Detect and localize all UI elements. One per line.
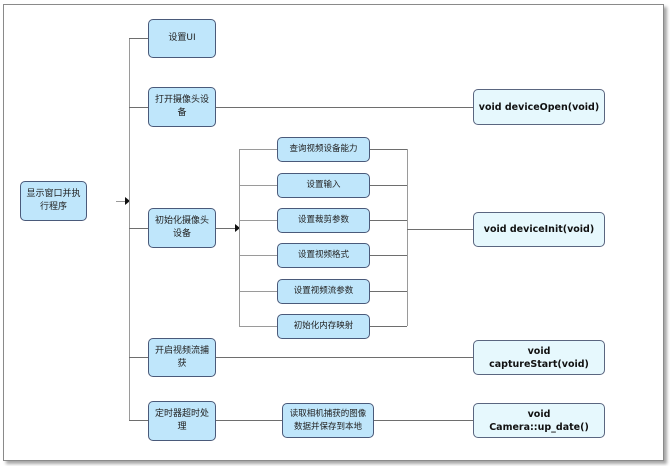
substep-label: 初始化内存映射 [293,321,354,331]
step-label: 设置UI [168,33,196,43]
connector-sub-1 [239,149,277,150]
connector-step-4-to-function [216,357,473,358]
substep-node-query-capability[interactable]: 查询视频设备能力 [277,137,370,162]
substep-node-set-input[interactable]: 设置输入 [277,173,370,198]
connector-substeps-trunk-right [407,149,408,326]
connector-sub-5 [239,291,277,292]
substep-label: 设置视频流参数 [293,286,354,296]
step-node-start-capture[interactable]: 开启视频流捕获 [148,338,216,377]
step-node-setup-ui[interactable]: 设置UI [148,19,216,58]
connector-steps-trunk [129,38,130,421]
step-label: 开启视频流捕获 [154,345,209,369]
substep-node-set-stream-params[interactable]: 设置视频流参数 [277,279,370,304]
step-label: 打开摄像头设备 [154,95,209,118]
connector-timer-substep-to-function [374,420,473,421]
connector-to-step-4 [129,357,148,358]
connector-sub-4 [239,255,277,256]
connector-sub-3-right [370,220,407,221]
connector-sub-4-right [370,255,407,256]
substep-label: 读取相机捕获的图像数据并保存到本地 [289,408,367,432]
connector-step-3-to-substeps [216,228,235,229]
step-label: 初始化摄像头设备 [154,216,209,239]
connector-to-step-5 [129,420,148,421]
step-label: 定时器超时处理 [154,409,209,432]
function-node-camera-update[interactable]: void Camera::up_date() [473,403,605,438]
substep-node-read-save-image[interactable]: 读取相机捕获的图像数据并保存到本地 [282,403,374,438]
function-node-device-init[interactable]: void deviceInit(void) [473,212,605,247]
arrow-to-substeps [235,224,240,232]
function-node-capture-start[interactable]: void captureStart(void) [473,340,605,375]
connector-sub-6-right [370,326,407,327]
function-label: void deviceOpen(void) [478,101,600,113]
step-node-init-camera[interactable]: 初始化摄像头设备 [148,208,216,248]
root-node-label: 显示窗口并执行程序 [26,189,81,212]
connector-sub-1-right [370,149,407,150]
root-node[interactable]: 显示窗口并执行程序 [20,181,87,221]
substep-label: 查询视频设备能力 [289,144,358,154]
substep-node-init-mmap[interactable]: 初始化内存映射 [277,314,370,339]
function-label: void Camera::up_date() [489,408,589,433]
connector-root-to-trunk [116,201,126,202]
connector-sub-6 [239,326,277,327]
function-node-device-open[interactable]: void deviceOpen(void) [473,89,605,125]
connector-to-step-2 [129,107,148,108]
substep-label: 设置视频格式 [297,250,349,260]
connector-sub-2-right [370,185,407,186]
connector-sub-5-right [370,291,407,292]
connector-to-step-3 [129,228,148,229]
connector-substeps-to-function [407,229,473,230]
function-label: void deviceInit(void) [483,224,595,235]
step-node-open-camera[interactable]: 打开摄像头设备 [148,87,216,127]
substep-node-set-format[interactable]: 设置视频格式 [277,243,370,268]
connector-substeps-trunk-left [239,149,240,326]
substep-node-set-crop[interactable]: 设置裁剪参数 [277,208,370,233]
step-node-timer-timeout[interactable]: 定时器超时处理 [148,401,216,441]
connector-step-2-to-function [216,107,473,108]
substep-label: 设置裁剪参数 [297,215,349,225]
connector-sub-3 [239,220,277,221]
connector-sub-2 [239,185,277,186]
arrow-root-to-steps [125,197,130,205]
function-label: void captureStart(void) [489,345,589,370]
connector-to-step-1 [129,38,148,39]
substep-label: 设置输入 [306,180,341,190]
connector-step-5-to-substep [216,420,282,421]
